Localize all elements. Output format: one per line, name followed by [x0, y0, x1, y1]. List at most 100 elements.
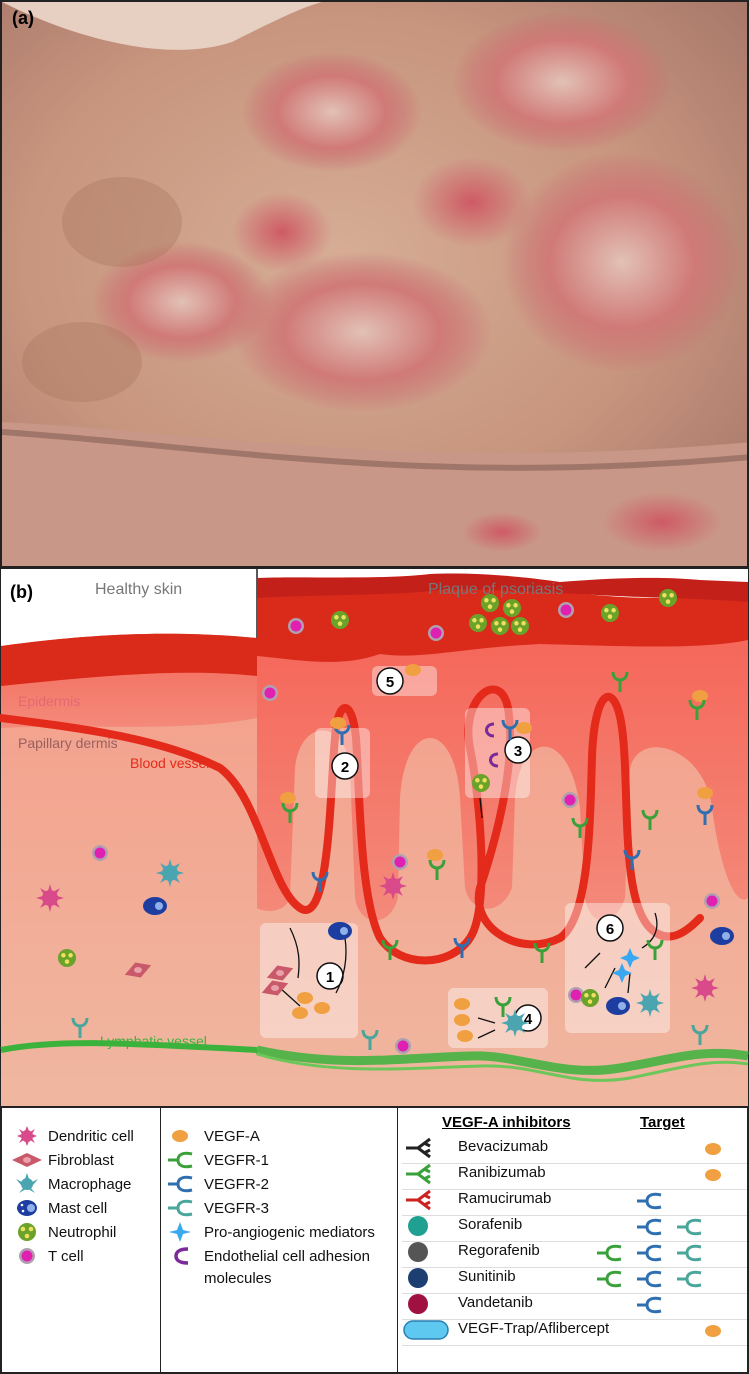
epidermis-label: Epidermis	[18, 693, 80, 709]
inhibitor-name: Ranibizumab	[458, 1164, 546, 1181]
legend-t-cell: T cell	[10, 1244, 84, 1268]
neutrophil	[469, 614, 487, 632]
panel-a-photo: (a)	[0, 0, 749, 568]
t-cell	[704, 893, 720, 909]
legend-neutrophil: Neutrophil	[10, 1220, 116, 1244]
t-cell	[562, 792, 578, 808]
legend-adhesion-molecules: Endothelial cell adhesion	[166, 1244, 370, 1268]
neutrophil	[659, 589, 677, 607]
vegf-a-icon	[166, 1125, 200, 1147]
vegfr-3-icon	[166, 1197, 200, 1219]
neutrophil	[491, 617, 509, 635]
legend-molecules: VEGF-A VEGFR-1 VEGFR-2 VEGFR-3 Pro-angio…	[166, 1108, 394, 1372]
vegf-a	[692, 690, 708, 702]
target-vegf-a-icon	[702, 1320, 724, 1342]
t-cell	[395, 1038, 411, 1054]
t-cell	[392, 854, 408, 870]
panel-b-label: (b)	[10, 582, 33, 602]
t-cell	[288, 618, 304, 634]
t-cell	[92, 845, 108, 861]
small-molecule-icon	[402, 1292, 436, 1316]
legend-vegf-a: VEGF-A	[166, 1124, 260, 1148]
legend-vegfr-2: VEGFR-2	[166, 1172, 269, 1196]
plaque-title: Plaque of psoriasis	[428, 581, 563, 598]
antibody-icon	[402, 1136, 436, 1160]
mast-cell-icon	[10, 1197, 44, 1219]
vegfr-1-icon	[166, 1149, 200, 1171]
blood-vessel-label: Blood vessel	[130, 755, 209, 771]
inhibitor-name: Sunitinib	[458, 1268, 516, 1285]
neutrophil	[58, 949, 76, 967]
inhibitor-name: Bevacizumab	[458, 1138, 548, 1155]
inhibitor-list: BevacizumabRanibizumabRamucirumabSorafen…	[402, 1134, 747, 1372]
target-vegfr-2-icon	[637, 1216, 667, 1238]
lymphatic-vessel-label: Lymphatic vessel	[100, 1033, 207, 1049]
legend-adhesion-molecules-line2: molecules	[204, 1266, 272, 1290]
dendritic-cell	[691, 974, 719, 1002]
skin-schematic: 1 2 3 4 5 6 Healthy skin Plaque of psori…	[0, 568, 749, 1108]
vegf-a	[292, 1007, 308, 1019]
pro-angiogenic-mediator-icon	[166, 1221, 200, 1243]
psoriasis-photo	[2, 2, 749, 568]
inhibitor-name: VEGF-Trap/Aflibercept	[458, 1320, 609, 1337]
vegf-a	[330, 717, 346, 729]
vegf-a	[427, 849, 443, 861]
target-vegf-a-icon	[702, 1138, 724, 1160]
target-header: Target	[640, 1114, 685, 1131]
vegf-a	[697, 787, 713, 799]
dendritic-cell	[379, 872, 407, 900]
dendritic-cell-icon	[10, 1125, 44, 1147]
dendritic-cell	[636, 989, 664, 1017]
vegf-a	[405, 664, 421, 676]
small-molecule-icon	[402, 1240, 436, 1264]
legend: Dendritic cell Fibroblast Macrophage Mas…	[0, 1106, 749, 1374]
papillary-dermis-label: Papillary dermis	[18, 735, 118, 751]
step-box-1	[260, 923, 358, 1038]
inhibitor-name: Regorafenib	[458, 1242, 540, 1259]
inhibitors-header: VEGF-A inhibitors	[442, 1114, 571, 1131]
step-number-4: 4	[524, 1011, 533, 1028]
neutrophil	[581, 989, 599, 1007]
legend-dendritic-cell: Dendritic cell	[10, 1124, 134, 1148]
inhibitor-name: Sorafenib	[458, 1216, 522, 1233]
step-number-6: 6	[606, 921, 614, 938]
t-cell	[558, 602, 574, 618]
t-cell	[262, 685, 278, 701]
antibody-icon	[402, 1188, 436, 1212]
adhesion-molecule-icon	[166, 1245, 200, 1267]
t-cell	[428, 625, 444, 641]
neutrophil	[331, 611, 349, 629]
t-cell-icon	[10, 1245, 44, 1267]
vegf-a	[297, 992, 313, 1004]
antibody-icon	[402, 1162, 436, 1186]
step-number-2: 2	[341, 759, 349, 776]
dendritic-cell	[156, 859, 184, 887]
inhibitor-name: Vandetanib	[458, 1294, 533, 1311]
mast-cell	[710, 927, 734, 945]
step-number-1: 1	[326, 969, 334, 986]
legend-pro-angiogenic: Pro-angiogenic mediators	[166, 1220, 375, 1244]
legend-mast-cell: Mast cell	[10, 1196, 107, 1220]
target-vegfr-1-icon	[597, 1242, 627, 1264]
vegf-a	[280, 792, 296, 804]
neutrophil	[601, 604, 619, 622]
vegf-a	[454, 998, 470, 1010]
target-vegfr-2-icon	[637, 1294, 667, 1316]
vegf-a	[516, 722, 532, 734]
neutrophil-icon	[10, 1221, 44, 1243]
dendritic-cell	[36, 884, 64, 912]
step-number-3: 3	[514, 743, 522, 760]
vegf-a	[314, 1002, 330, 1014]
neutrophil	[472, 774, 490, 792]
vegf-a	[454, 1014, 470, 1026]
legend-macrophage: Macrophage	[10, 1172, 131, 1196]
dendritic-cell	[501, 1009, 529, 1037]
inhibitor-row: VEGF-Trap/Aflibercept	[402, 1316, 747, 1346]
mast-cell	[143, 897, 167, 915]
neutrophil	[511, 617, 529, 635]
target-vegfr-3-icon	[677, 1268, 707, 1290]
mast-cell	[328, 922, 352, 940]
target-vegf-a-icon	[702, 1164, 724, 1186]
legend-vegfr-3: VEGFR-3	[166, 1196, 269, 1220]
target-vegfr-2-icon	[637, 1190, 667, 1212]
